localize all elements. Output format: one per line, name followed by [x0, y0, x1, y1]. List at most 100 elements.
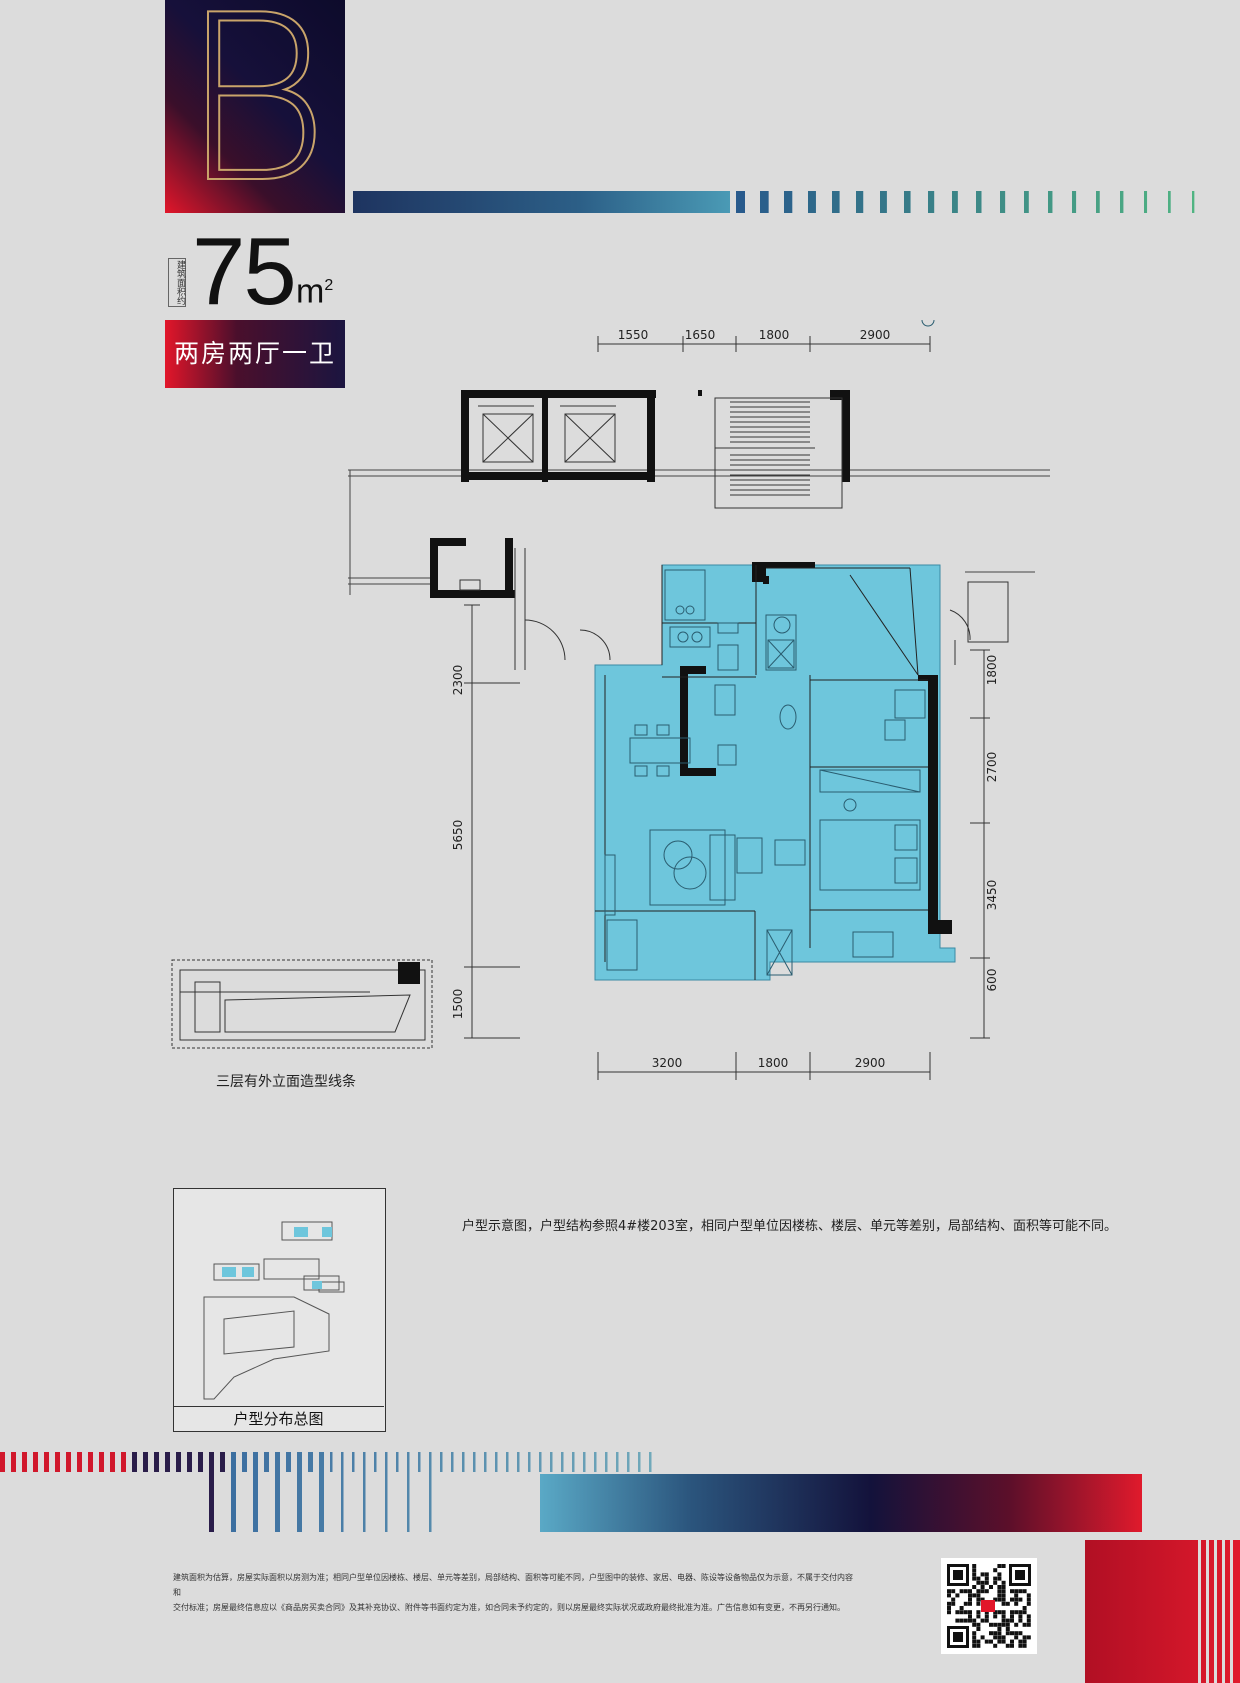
bottom-stripe [55, 1452, 60, 1472]
facade-strip [171, 959, 433, 1049]
qr-module [980, 1580, 985, 1585]
qr-module [1001, 1597, 1006, 1602]
bottom-stripe [187, 1452, 192, 1472]
bottom-stripe [341, 1452, 344, 1532]
qr-module [1022, 1635, 1027, 1640]
qr-module [1001, 1635, 1006, 1640]
qr-module [989, 1631, 993, 1636]
qr-module [1005, 1631, 1010, 1636]
dim-right-1: 1800 [985, 655, 999, 686]
qr-module [947, 1610, 951, 1615]
qr-module [1005, 1622, 1010, 1627]
bottom-stripe [286, 1452, 291, 1472]
logo-block [165, 0, 345, 213]
qr-module [972, 1564, 977, 1568]
qr-module [972, 1631, 977, 1636]
qr-module [968, 1601, 972, 1606]
bottom-stripe [374, 1452, 377, 1472]
qr-module [993, 1635, 998, 1640]
qr-module [997, 1610, 1002, 1615]
qr-module [951, 1601, 956, 1606]
bottom-stripe [484, 1452, 487, 1472]
bottom-stripe [264, 1452, 269, 1472]
qr-code-image [941, 1558, 1037, 1654]
bottom-stripe [77, 1452, 82, 1472]
qr-module [980, 1589, 985, 1594]
qr-module [993, 1631, 998, 1636]
qr-module [947, 1589, 951, 1594]
bottom-stripe [330, 1452, 333, 1472]
disclaimer-line-1: 建筑面积为估算，房屋实际面积以房测为准；相同户型单位因楼栋、楼层、单元等差别，局… [173, 1573, 853, 1597]
qr-module [1026, 1601, 1031, 1606]
qr-module [959, 1606, 964, 1610]
qr-module [993, 1614, 998, 1619]
qr-module [1014, 1593, 1019, 1598]
bottom-stripe [352, 1452, 355, 1472]
qr-finder-core [953, 1632, 963, 1642]
qr-module [968, 1593, 972, 1598]
qr-module [1001, 1564, 1006, 1568]
qr-module [1010, 1639, 1014, 1644]
qr-module [976, 1576, 981, 1581]
qr-module [993, 1576, 998, 1581]
qr-module [972, 1643, 977, 1648]
qr-module [997, 1576, 1002, 1581]
bottom-stripe [407, 1452, 410, 1532]
dim-top-3: 1800 [759, 328, 790, 342]
qr-module [1014, 1601, 1019, 1606]
bottom-stripe [385, 1452, 388, 1532]
bottom-stripe [473, 1452, 476, 1472]
qr-module [968, 1610, 972, 1615]
qr-module [993, 1643, 998, 1648]
site-map [173, 1188, 386, 1432]
header-stripe [856, 191, 864, 213]
right-annex [949, 581, 1009, 665]
header-stripe [808, 191, 816, 213]
qr-module [959, 1589, 964, 1594]
qr-module [997, 1631, 1002, 1636]
qr-module [1022, 1589, 1027, 1594]
qr-module [1014, 1622, 1019, 1627]
qr-module [1022, 1622, 1027, 1627]
qr-module [997, 1572, 1002, 1577]
header-stripe [976, 191, 982, 213]
bottom-stripe [66, 1452, 71, 1472]
qr-module [993, 1568, 998, 1573]
dim-left-1: 2300 [451, 665, 465, 696]
bottom-stripe [550, 1452, 553, 1472]
bottom-stripe [561, 1452, 564, 1472]
bottom-stripe [583, 1452, 586, 1472]
bottom-stripe [209, 1452, 214, 1532]
qr-module [984, 1610, 989, 1615]
qr-module [993, 1610, 998, 1615]
bottom-stripe [440, 1452, 443, 1472]
header-stripe [1144, 191, 1148, 213]
core [461, 390, 850, 509]
qr-finder-core [953, 1570, 963, 1580]
qr-module [976, 1639, 981, 1644]
qr-module [993, 1580, 998, 1585]
qr-module [980, 1635, 985, 1640]
facade-detail [179, 969, 426, 1041]
bottom-stripe [44, 1452, 49, 1472]
qr-module [1018, 1614, 1023, 1619]
bottom-stripes [0, 1452, 652, 1532]
area-value: 75 [192, 218, 297, 325]
qr-module [980, 1572, 985, 1577]
qr-module [997, 1627, 1002, 1631]
bottom-stripe [11, 1452, 16, 1472]
bottom-stripe [22, 1452, 27, 1472]
qr-module [976, 1614, 981, 1619]
qr-finder-core [1015, 1570, 1025, 1580]
facade-block [398, 962, 420, 984]
bottom-stripe [319, 1452, 324, 1532]
qr-module [980, 1618, 985, 1623]
qr-module [984, 1589, 989, 1594]
dim-bottom-3: 2900 [855, 1056, 886, 1070]
qr-module [963, 1589, 968, 1594]
furniture [604, 320, 935, 976]
header-stripe [952, 191, 958, 213]
qr-module [980, 1585, 985, 1589]
unit-type-letter: B [179, 0, 332, 234]
header-gradient-bar [353, 191, 730, 213]
